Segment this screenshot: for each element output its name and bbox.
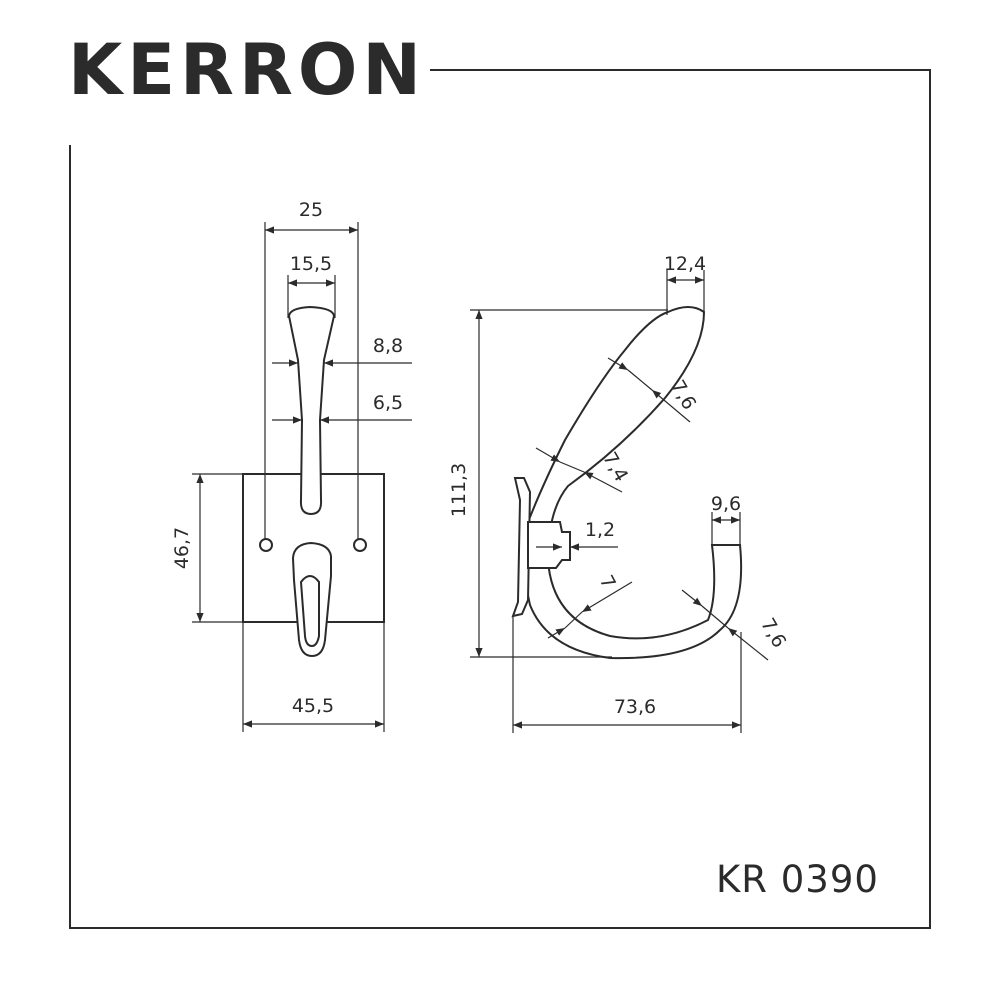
side-view: [511, 306, 743, 660]
front-upper-hook: [287, 305, 336, 516]
dim-front-total-width: 25: [299, 199, 323, 221]
front-screw-hole-left: [259, 538, 273, 552]
front-lower-hook-inner: [299, 575, 320, 648]
dim-side-total-depth: 73,6: [614, 696, 656, 718]
dim-side-lower-tip-width: 9,6: [711, 493, 741, 515]
dim-side-total-height: 111,3: [448, 463, 470, 517]
front-view: [242, 305, 385, 658]
front-lower-hook: [291, 541, 332, 658]
side-dimensions: [470, 270, 769, 733]
side-hook-profile: [522, 306, 743, 660]
brand-logo: KERRON: [68, 29, 426, 111]
side-mounting-plate: [511, 477, 532, 618]
dim-front-plate-width: 45,5: [292, 695, 334, 717]
drawing-frame: [69, 69, 931, 929]
dim-side-plate-depth: 1,2: [585, 519, 615, 541]
front-dimensions: [192, 222, 412, 732]
dim-front-hook-width: 15,5: [290, 253, 332, 275]
dim-front-neck-lower: 6,5: [373, 392, 403, 414]
dim-front-plate-height: 46,7: [171, 527, 193, 569]
dim-side-lower-thickness: 7: [595, 572, 620, 593]
front-screw-hole-right: [353, 538, 367, 552]
dim-side-lower-curve-thickness: 7,6: [756, 614, 790, 651]
dim-side-tip-width: 12,4: [664, 253, 706, 275]
dim-front-neck-upper: 8,8: [373, 335, 403, 357]
side-plate-flange: [527, 521, 571, 569]
model-number: KR 0390: [716, 858, 879, 901]
